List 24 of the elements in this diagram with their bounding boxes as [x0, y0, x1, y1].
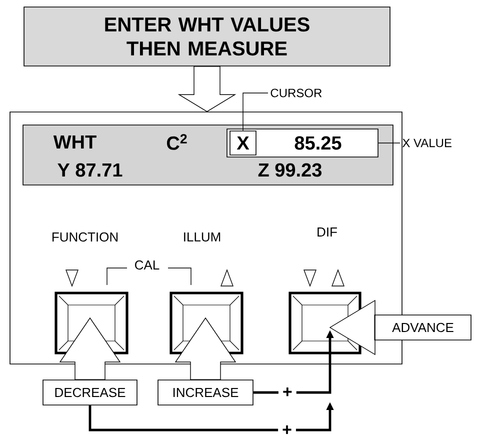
display-reading: Y 87.71 — [58, 163, 122, 177]
label-box: ADVANCE — [374, 314, 472, 340]
message-box: ENTER WHT VALUES THEN MEASURE — [24, 6, 390, 66]
display-reading: Z 99.23 — [258, 163, 322, 177]
bracket-label: CAL — [135, 260, 160, 270]
callout-label: CURSOR — [270, 88, 322, 98]
edge-label: + — [278, 421, 296, 435]
leader-line — [378, 142, 400, 144]
callout-label: X VALUE — [402, 138, 452, 148]
button-label: FUNCTION — [52, 232, 118, 242]
button-label: DIF — [318, 228, 337, 236]
hollow-arrow — [329, 300, 376, 356]
cursor-box: X — [230, 130, 256, 156]
label-box: DECREASE — [42, 380, 138, 406]
label-box: INCREASE — [158, 380, 254, 406]
display-reading: C$^{2}$ — [166, 134, 187, 150]
hollow-arrow — [178, 66, 236, 112]
hollow-arrow — [174, 317, 236, 380]
display-reading: WHT — [53, 135, 96, 149]
button-label: ILLUM — [184, 232, 220, 242]
hollow-arrow — [59, 317, 121, 380]
leader-line — [242, 92, 268, 131]
edge-label: + — [278, 384, 296, 402]
display-reading: 85.25 — [294, 136, 342, 150]
